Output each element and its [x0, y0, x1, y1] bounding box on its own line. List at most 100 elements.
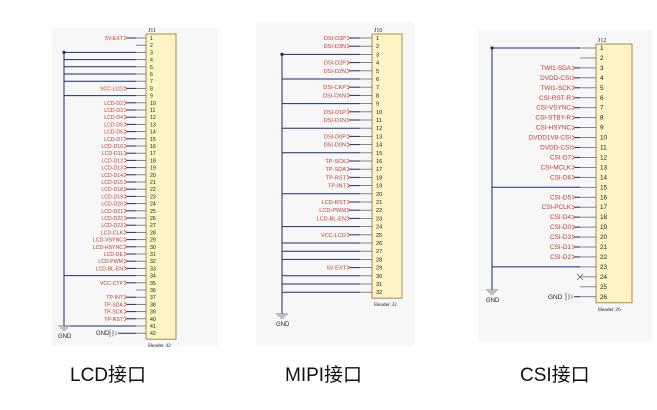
header-lcd	[145, 33, 177, 340]
pin-number-lcd: 39	[150, 310, 156, 316]
pin-number-csi: 6	[600, 95, 604, 102]
signal-label-lcd: LCD-D19	[101, 194, 123, 200]
pin-number-lcd: 5	[150, 65, 153, 71]
signal-label-lcd: LCD-D23	[101, 223, 123, 229]
pin-number-lcd: 21	[150, 180, 156, 186]
signal-label-lcd: LCD-D22	[101, 216, 123, 222]
pin-number-csi: 20	[600, 234, 608, 241]
pin-number-lcd: 35	[150, 281, 156, 287]
signal-label-lcd: LCD-CLK	[101, 230, 124, 236]
pin-number-mipi: 13	[376, 134, 382, 140]
pin-number-mipi: 17	[376, 167, 382, 173]
signal-label-mipi: DSI-D1P	[324, 110, 346, 116]
signal-label-lcd: LCD-D6	[104, 130, 123, 136]
pin-number-mipi: 3	[376, 52, 379, 58]
pin-number-csi: 18	[600, 214, 608, 221]
header-footer-mipi: Header 32	[374, 302, 397, 308]
signal-label-lcd: LCD-D20	[101, 202, 123, 208]
signal-label-lcd: LCD-D21	[101, 209, 123, 215]
signal-label-mipi: TP-INT	[328, 184, 347, 190]
pin-number-csi: 25	[600, 284, 608, 291]
signal-label-lcd: LCD-BL-EN	[96, 266, 124, 272]
pin-number-lcd: 1	[150, 36, 153, 42]
signal-label-csi: CSI-D7	[550, 154, 571, 161]
pin-number-csi: 17	[600, 204, 608, 211]
pin-number-lcd: 37	[150, 295, 156, 301]
pin-number-lcd: 42	[150, 331, 156, 337]
pin-number-csi: 15	[600, 184, 608, 191]
ground-label-lcd: GND	[58, 334, 72, 340]
pin-number-lcd: 27	[150, 223, 156, 229]
signal-label-csi: CSI-D3	[550, 234, 571, 241]
pin-number-mipi: 12	[376, 126, 382, 132]
pin-number-csi: 9	[600, 125, 604, 132]
pin-number-lcd: 14	[150, 130, 156, 136]
signal-label-mipi: LCD-BL-EN	[316, 216, 346, 222]
pin-number-mipi: 2	[376, 44, 379, 50]
signal-label-lcd: LCD-D5	[104, 122, 123, 128]
pin-number-csi: 11	[600, 145, 607, 152]
pin-number-mipi: 25	[376, 233, 382, 239]
pin-number-csi: 7	[600, 105, 604, 112]
signal-label-lcd: LCD-D7	[104, 137, 123, 143]
header-footer-lcd: Header 42	[148, 343, 171, 349]
caption-mipi: MIPI接口	[285, 365, 363, 386]
signal-label-csi: CSI-D2	[550, 254, 571, 261]
pin-number-lcd: 7	[150, 79, 153, 85]
signal-label-lcd: LCD-VSYNC	[93, 238, 123, 244]
pin-number-csi: 1	[600, 45, 604, 52]
pin-number-mipi: 28	[376, 257, 382, 263]
pin-number-lcd: 33	[150, 266, 156, 272]
signal-label-mipi: DSI-CKN	[323, 93, 346, 99]
signal-label-csi: CSI-D6	[550, 174, 571, 181]
pin-number-csi: 19	[600, 224, 608, 231]
no-connect-cross	[576, 273, 584, 281]
signal-label-mipi: DSI-D1N	[324, 118, 346, 124]
caption-lcd: LCD接口	[70, 365, 147, 386]
pin-number-csi: 22	[600, 254, 608, 261]
pin-number-mipi: 14	[376, 143, 382, 149]
header-ref-mipi: J10	[374, 28, 382, 34]
pin-number-lcd: 25	[150, 209, 156, 215]
signal-label-csi: CSI-D0	[550, 224, 571, 231]
signal-label-lcd: LCD-D3	[104, 108, 123, 114]
pin-number-csi: 13	[600, 164, 608, 171]
pin-number-lcd: 22	[150, 187, 156, 193]
signal-label-mipi: LCD-RST	[322, 200, 347, 206]
signal-label-lcd: LCD-D18	[101, 187, 123, 193]
signal-label-csi: TWI1-SCK	[540, 85, 571, 92]
signal-label-csi: CSI-PCLK	[542, 204, 572, 211]
pin-number-mipi: 29	[376, 266, 382, 272]
pin-number-mipi: 27	[376, 249, 382, 255]
pin-number-mipi: 23	[376, 216, 382, 222]
signal-label-csi: CSI-VSYNC	[536, 105, 571, 112]
signal-label-mipi: DSI-D3N	[324, 44, 346, 50]
header-csi	[595, 43, 633, 304]
pin-number-csi: 2	[600, 55, 604, 62]
signal-label-csi: DVDD1V8-CSI	[529, 135, 571, 142]
signal-label-csi: CSI-MCLK	[540, 164, 571, 171]
header-mipi	[371, 33, 403, 299]
pin-number-mipi: 21	[376, 200, 382, 206]
signal-label-lcd: LCD-D15	[101, 180, 123, 186]
pin-number-lcd: 8	[150, 86, 153, 92]
pin-number-mipi: 9	[376, 102, 379, 108]
caption-csi: CSI接口	[520, 365, 590, 386]
panel-lcd-background	[52, 28, 218, 346]
pin-number-lcd: 10	[150, 101, 156, 107]
header-footer-csi: Header 26	[598, 307, 621, 313]
signal-label-lcd: LCD-D4	[104, 115, 123, 121]
pin-number-lcd: 23	[150, 194, 156, 200]
pin-number-mipi: 31	[376, 282, 382, 288]
pin-number-mipi: 6	[376, 77, 379, 83]
pin-number-csi: 26	[600, 294, 608, 301]
pin-number-csi: 23	[600, 264, 608, 271]
pin-number-csi: 5	[600, 85, 604, 92]
signal-label-mipi: TP-RST	[326, 175, 347, 181]
signal-label-mipi: DSI-D0N	[324, 143, 346, 149]
pin-number-csi: 3	[600, 65, 604, 72]
signal-label-lcd: VCC-CTP	[100, 281, 124, 287]
pin-number-lcd: 31	[150, 252, 156, 258]
pin-number-mipi: 16	[376, 159, 382, 165]
